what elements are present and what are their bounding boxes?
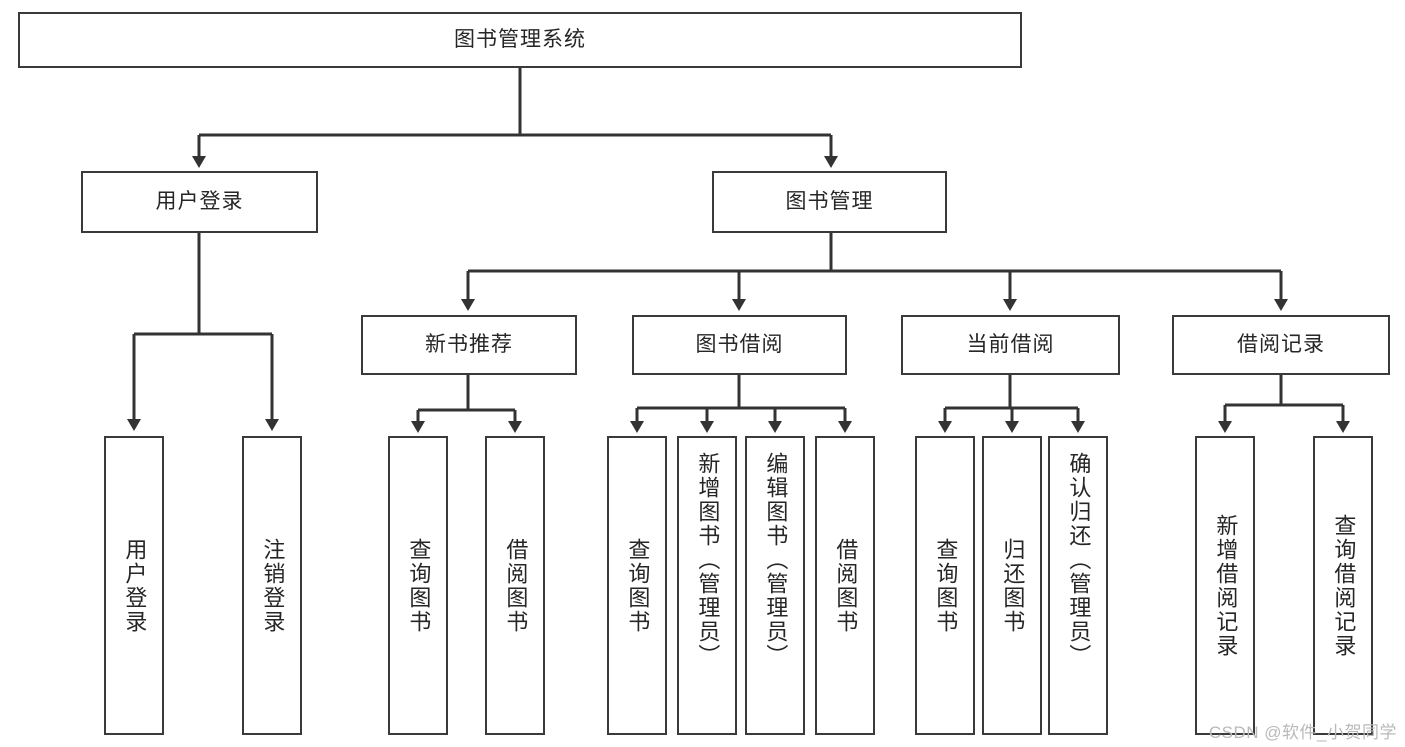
node-root-label: 图书管理系统 (454, 27, 586, 51)
leaf-logout[interactable]: 注销登录 (242, 436, 302, 735)
node-user-login-label: 用户登录 (155, 189, 244, 213)
leaf-current-confirm-return-label: 确认归还（管理员） (1066, 452, 1092, 668)
leaf-logout-label: 注销登录 (260, 537, 286, 634)
node-borrow-records-label: 借阅记录 (1237, 332, 1325, 356)
leaf-record-add-label: 新增借阅记录 (1213, 513, 1239, 658)
leaf-borrow-book[interactable]: 借阅图书 (815, 436, 875, 735)
leaf-borrow-book-label: 借阅图书 (833, 537, 859, 634)
leaf-record-add[interactable]: 新增借阅记录 (1195, 436, 1255, 735)
leaf-borrow-edit-book-label: 编辑图书（管理员） (763, 452, 789, 668)
leaf-new-books-borrow[interactable]: 借阅图书 (485, 436, 545, 735)
leaf-current-query[interactable]: 查询图书 (915, 436, 975, 735)
node-book-borrow-label: 图书借阅 (695, 332, 784, 356)
leaf-borrow-add-book[interactable]: 新增图书（管理员） (677, 436, 737, 735)
node-new-book-recommend-label: 新书推荐 (425, 332, 513, 356)
leaf-current-return-label: 归还图书 (1000, 537, 1026, 634)
leaf-current-query-label: 查询图书 (933, 537, 959, 634)
leaf-borrow-query[interactable]: 查询图书 (607, 436, 667, 735)
node-borrow-records[interactable]: 借阅记录 (1172, 315, 1390, 375)
leaf-current-confirm-return[interactable]: 确认归还（管理员） (1048, 436, 1108, 735)
leaf-borrow-add-book-label: 新增图书（管理员） (695, 452, 721, 668)
leaf-borrow-query-label: 查询图书 (625, 537, 651, 634)
node-current-borrow-label: 当前借阅 (966, 332, 1055, 356)
leaf-user-login[interactable]: 用户登录 (104, 436, 164, 735)
leaf-new-books-query[interactable]: 查询图书 (388, 436, 448, 735)
node-new-book-recommend[interactable]: 新书推荐 (361, 315, 577, 375)
leaf-record-query[interactable]: 查询借阅记录 (1313, 436, 1373, 735)
node-root[interactable]: 图书管理系统 (18, 12, 1022, 68)
leaf-current-return[interactable]: 归还图书 (982, 436, 1042, 735)
node-book-management-label: 图书管理 (785, 189, 874, 213)
leaf-borrow-edit-book[interactable]: 编辑图书（管理员） (745, 436, 805, 735)
leaf-user-login-label: 用户登录 (122, 537, 148, 634)
leaf-record-query-label: 查询借阅记录 (1331, 513, 1357, 658)
leaf-new-books-borrow-label: 借阅图书 (503, 537, 529, 634)
leaf-new-books-query-label: 查询图书 (406, 537, 432, 634)
node-user-login[interactable]: 用户登录 (81, 171, 318, 233)
node-book-management[interactable]: 图书管理 (712, 171, 947, 233)
node-current-borrow[interactable]: 当前借阅 (901, 315, 1120, 375)
node-book-borrow[interactable]: 图书借阅 (632, 315, 847, 375)
